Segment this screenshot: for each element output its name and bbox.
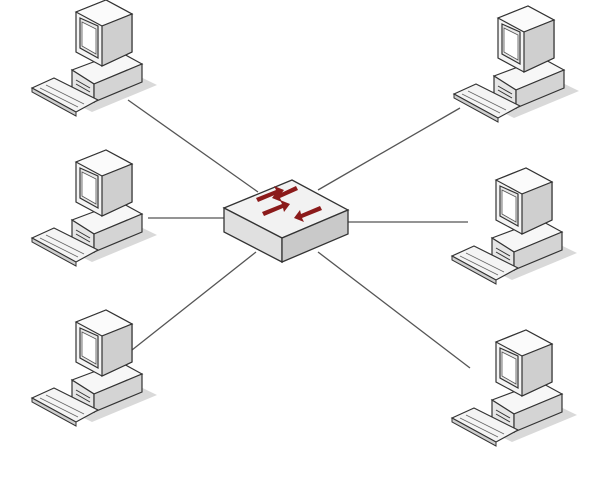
- computer-icon: [453, 5, 580, 123]
- computer-icon: [31, 0, 158, 117]
- computer-icon: [451, 329, 578, 447]
- computer-icon: [451, 167, 578, 285]
- link-right-top: [317, 107, 461, 191]
- computer-icon: [31, 149, 158, 267]
- network-links: [127, 99, 471, 369]
- link-right-bottom: [317, 251, 471, 369]
- link-left-bottom: [131, 251, 257, 351]
- network-switch-icon: [222, 179, 350, 264]
- link-left-top: [127, 99, 259, 193]
- switch-arrows-icon: [256, 186, 322, 222]
- computer-icon: [31, 309, 158, 427]
